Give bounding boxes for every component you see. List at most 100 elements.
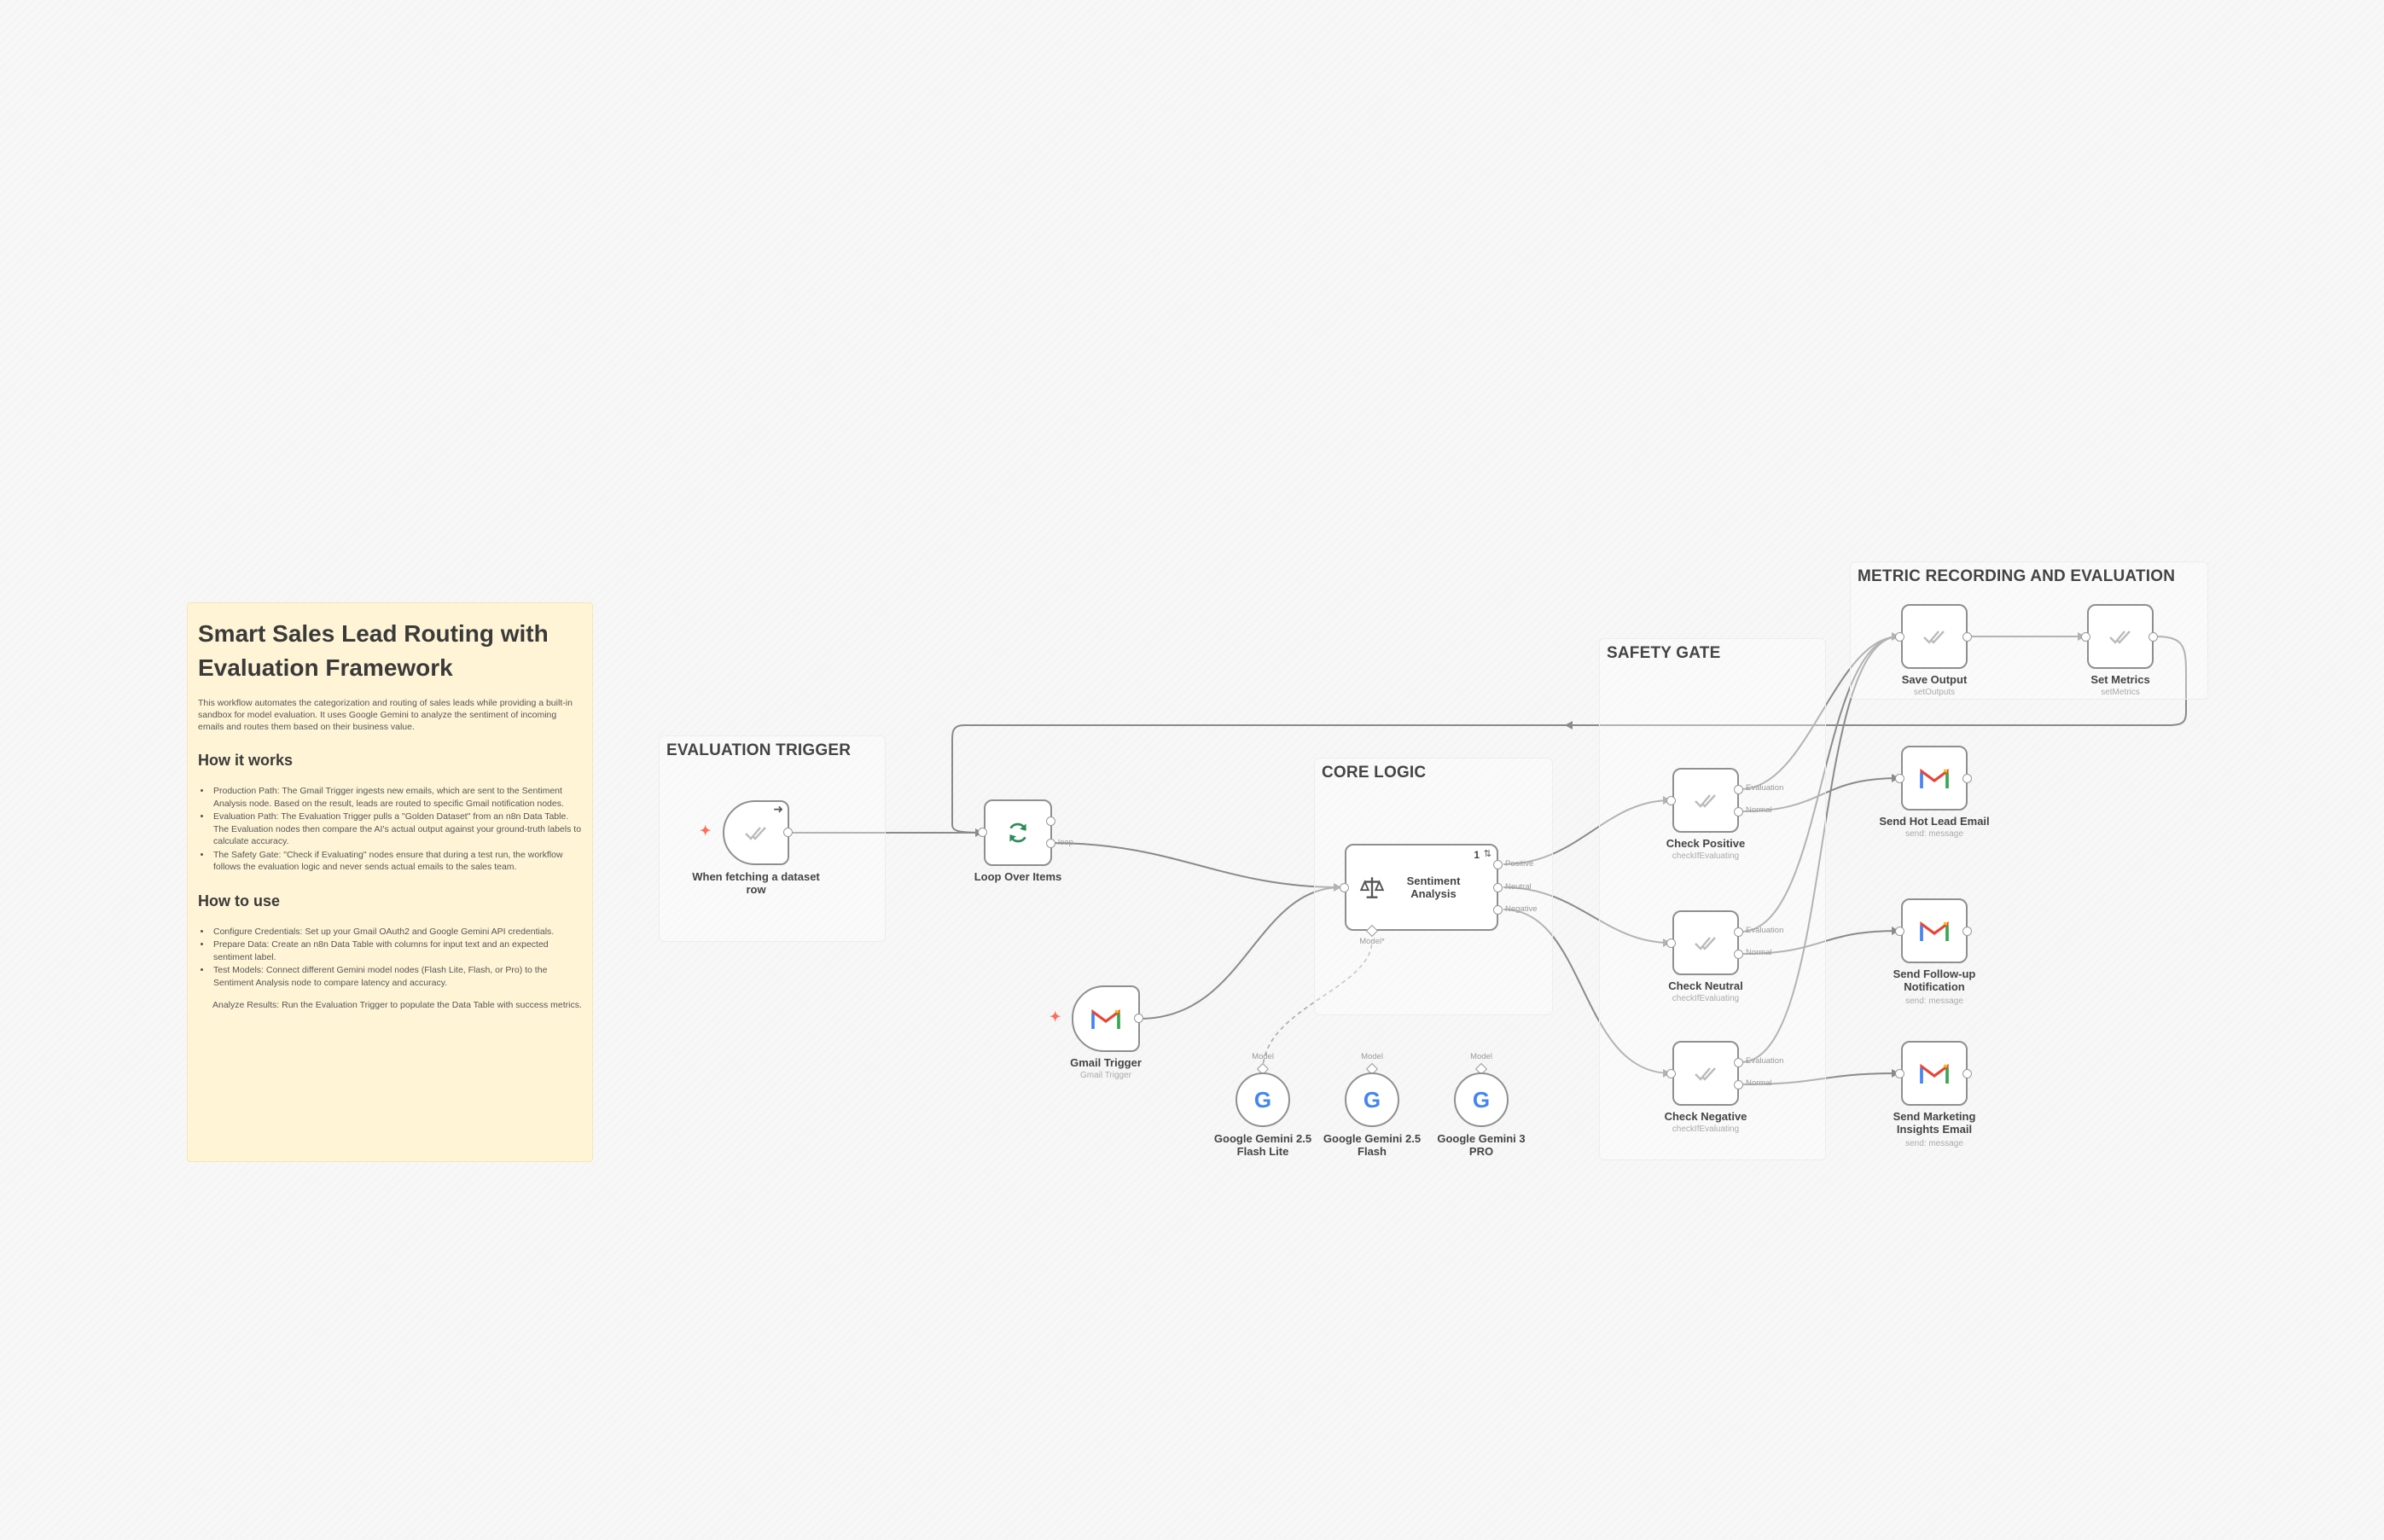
node-loop-over-items[interactable] [984,799,1052,866]
output-handle[interactable] [783,828,793,837]
node-send-marketing[interactable] [1901,1041,1968,1106]
output-handle[interactable] [1962,774,1972,783]
group-title: CORE LOGIC [1322,764,1427,782]
port-label-model: Model [1252,1052,1274,1061]
group-title: METRIC RECORDING AND EVALUATION [1858,567,2176,585]
input-handle[interactable] [1895,1069,1904,1078]
evaluation-check-icon [1695,1067,1716,1081]
port-label-normal: Normal [1746,948,1772,957]
node-label: Google Gemini 3 PRO [1437,1132,1526,1158]
node-check-negative[interactable] [1672,1041,1739,1106]
output-handle[interactable] [1962,927,1972,936]
port-label-model: Model [1470,1052,1492,1061]
evaluation-handle[interactable] [1734,927,1743,937]
node-gemini-pro[interactable]: G [1454,1072,1509,1127]
node-check-neutral[interactable] [1672,910,1739,975]
node-save-output[interactable] [1901,604,1968,669]
edge-neg-save [1740,636,1900,1063]
node-label: Save Output [1901,673,1968,686]
node-label: Check Negative [1664,1110,1747,1123]
node-subtitle: checkIfEvaluating [1672,851,1740,861]
input-handle[interactable] [978,828,987,837]
port-label-loop: loop [1058,838,1073,847]
node-label: Gmail Trigger [1070,1056,1142,1069]
node-sentiment-analysis[interactable]: Sentiment Analysis 1 ⇅ [1345,844,1498,931]
port-label-positive: Positive [1505,859,1534,869]
badge-count: 1 [1474,849,1480,861]
port-label-evaluation: Evaluation [1746,926,1784,935]
node-gmail-trigger[interactable] [1072,985,1140,1052]
list-item: Test Models: Connect different Gemini mo… [212,964,582,989]
node-gemini-flash[interactable]: G [1345,1072,1399,1127]
node-label: Check Neutral [1668,979,1743,992]
arrowhead [1565,721,1573,729]
normal-handle[interactable] [1734,807,1743,816]
port-label-normal: Normal [1746,805,1772,815]
sticky-note[interactable]: Smart Sales Lead Routing with Evaluation… [187,602,593,1162]
scale-icon [1359,877,1385,898]
negative-handle[interactable] [1493,905,1503,915]
input-handle[interactable] [1666,939,1676,948]
note-how-it-works-list: Production Path: The Gmail Trigger inges… [198,785,582,874]
normal-handle[interactable] [1734,950,1743,959]
arrowhead [1334,883,1341,892]
node-check-positive[interactable] [1672,768,1739,833]
list-item: The Safety Gate: "Check if Evaluating" n… [212,849,582,874]
input-handle[interactable] [1895,927,1904,936]
node-label: Send Follow-up Notification [1893,968,1976,993]
output-handle[interactable] [1962,1069,1972,1078]
loop-handle[interactable] [1046,839,1055,848]
list-item: Configure Credentials: Set up your Gmail… [212,926,582,939]
edge-neu-follow [1740,930,1900,955]
node-gemini-flash-lite[interactable]: G [1236,1072,1290,1127]
input-handle[interactable] [1666,1069,1676,1078]
node-fetch-dataset[interactable]: ➜ [723,800,789,865]
node-label: Set Metrics [2090,673,2150,686]
edge-neu-save [1740,636,1900,933]
input-handle[interactable] [1895,774,1904,783]
edge-pos-save [1740,636,1900,790]
edge-gmail-sentiment [1139,886,1342,1020]
edge-sent-pos [1503,799,1672,865]
neutral-handle[interactable] [1493,883,1503,892]
input-handle[interactable] [1895,632,1904,642]
node-send-follow-up[interactable] [1901,898,1968,963]
port-label-model: Model* [1359,937,1385,946]
node-send-hot-lead[interactable] [1901,746,1968,811]
trigger-star-icon: ✦ [700,824,712,839]
port-label-model: Model [1361,1052,1383,1061]
port-label-evaluation: Evaluation [1746,783,1784,793]
output-handle[interactable] [1962,632,1972,642]
edge-neg-mkt [1740,1072,1900,1085]
node-label: Check Positive [1666,837,1746,850]
positive-handle[interactable] [1493,860,1503,869]
output-handle[interactable] [1134,1014,1143,1023]
google-icon: G [1363,1086,1381,1113]
input-handle[interactable] [2081,632,2090,642]
evaluation-handle[interactable] [1734,785,1743,794]
node-subtitle: setOutputs [1913,688,1956,697]
note-heading-how-to-use: How to use [198,892,281,909]
output-handle[interactable] [2149,632,2158,642]
evaluation-handle[interactable] [1734,1058,1743,1067]
node-label: Google Gemini 2.5 Flash [1323,1132,1422,1158]
node-label: Loop Over Items [974,870,1062,883]
node-label: When fetching a dataset row [692,870,820,896]
node-set-metrics[interactable] [2087,604,2154,669]
node-subtitle: Gmail Trigger [1079,1071,1131,1080]
evaluation-check-icon [1695,794,1716,808]
note-heading-how-it-works: How it works [198,752,294,769]
gmail-icon [1091,1008,1120,1029]
normal-handle[interactable] [1734,1080,1743,1090]
arrow-right-icon: ➜ [773,802,783,816]
note-how-to-use-list: Configure Credentials: Set up your Gmail… [198,926,582,990]
node-subtitle: send: message [1905,829,1963,839]
done-handle[interactable] [1046,816,1055,826]
input-handle[interactable] [1340,883,1349,892]
list-item: Evaluation Path: The Evaluation Trigger … [212,811,582,848]
input-handle[interactable] [1666,796,1676,805]
list-item: Prepare Data: Create an n8n Data Table w… [212,939,582,963]
pin-icon: ⇅ [1483,849,1491,859]
